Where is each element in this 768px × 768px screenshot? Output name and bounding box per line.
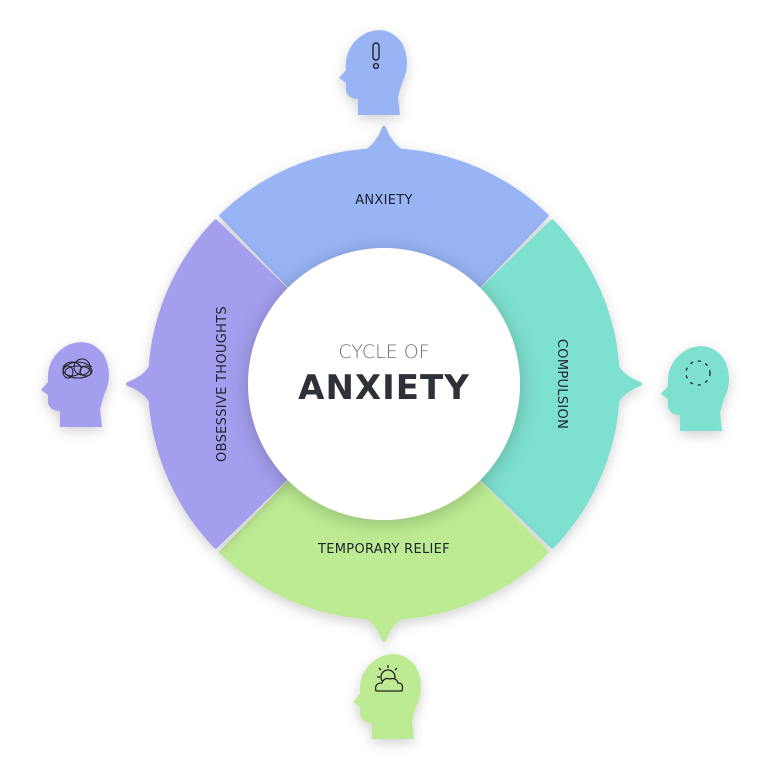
- center-circle: [248, 248, 520, 520]
- head-anxiety: [339, 30, 407, 115]
- segment-label-temporary-relief: TEMPORARY RELIEF: [317, 542, 450, 557]
- head-silhouette-icon: [41, 342, 109, 427]
- exclamation-icon: [372, 42, 380, 70]
- sun-cloud-icon: [374, 665, 404, 692]
- head-obsessive-thoughts: [41, 342, 109, 427]
- dashed-circle-icon: [685, 360, 711, 386]
- center-title-line2: ANXIETY: [298, 368, 470, 408]
- head-silhouette-icon: [339, 30, 407, 115]
- segment-label-obsessive-thoughts: OBSESSIVE THOUGHTS: [215, 306, 230, 462]
- segment-label-compulsion: COMPULSION: [554, 339, 569, 429]
- head-temporary-relief: [353, 654, 421, 739]
- head-silhouette-icon: [353, 654, 421, 739]
- head-silhouette-icon: [661, 346, 729, 431]
- tangled-thoughts-icon: [62, 358, 93, 379]
- center-title-line1: CYCLE OF: [338, 341, 429, 363]
- segment-label-anxiety: ANXIETY: [355, 193, 413, 208]
- head-compulsion: [661, 346, 729, 431]
